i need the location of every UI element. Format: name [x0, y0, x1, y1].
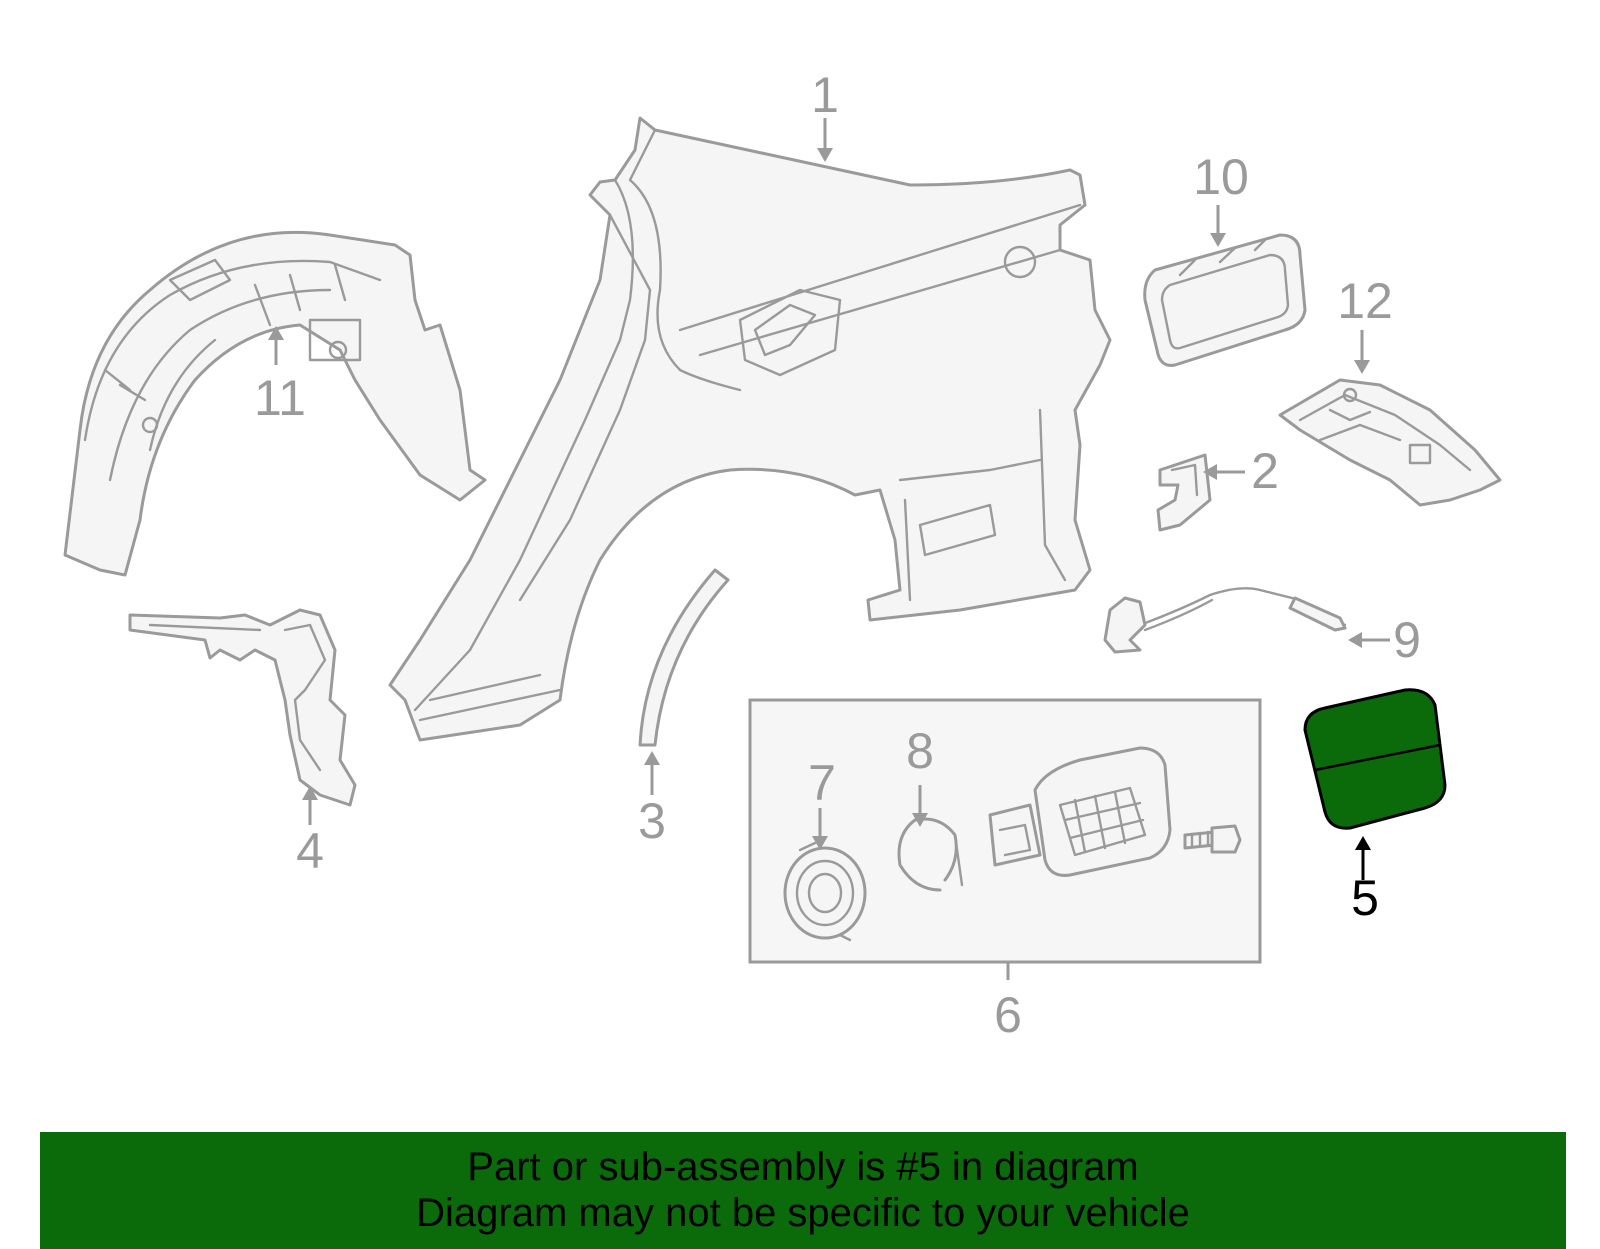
part-2-clip[interactable] [1156, 453, 1212, 532]
banner-line-2: Diagram may not be specific to your vehi… [416, 1191, 1190, 1235]
callout-4: 4 [296, 823, 324, 879]
part-9-release-cable[interactable] [1103, 587, 1347, 654]
info-banner: Part or sub-assembly is #5 in diagram Di… [40, 1132, 1566, 1249]
callout-7: 7 [808, 755, 836, 811]
part-1-quarter-panel[interactable] [388, 116, 1112, 742]
callout-12: 12 [1337, 273, 1393, 329]
screw[interactable] [1183, 824, 1242, 854]
callout-11: 11 [254, 370, 306, 426]
part-10-fuel-filler-housing[interactable] [1143, 233, 1307, 367]
callout-labels: 1 2 3 4 5 6 7 8 9 10 11 12 [254, 67, 1421, 1043]
part-5-fuel-door-highlighted[interactable] [1303, 688, 1447, 830]
part-6-fuel-door-assembly-box[interactable] [748, 698, 1262, 964]
callout-6: 6 [994, 987, 1022, 1043]
callout-1: 1 [811, 67, 839, 123]
leader-lines [268, 118, 1390, 980]
callout-10: 10 [1193, 149, 1249, 205]
part-8-retaining-ring[interactable] [897, 817, 964, 892]
fuel-door-housing[interactable] [988, 746, 1172, 877]
callout-8: 8 [906, 723, 934, 779]
part-3-wheel-arch-molding[interactable] [638, 568, 730, 747]
callout-5: 5 [1351, 870, 1379, 926]
part-12-bracket-plate[interactable] [1278, 378, 1502, 507]
callout-2: 2 [1251, 443, 1279, 499]
part-4-bracket[interactable] [128, 608, 357, 807]
callout-3: 3 [638, 793, 666, 849]
callout-9: 9 [1393, 612, 1421, 668]
banner-line-1: Part or sub-assembly is #5 in diagram [467, 1145, 1139, 1189]
part-7-seal[interactable] [783, 841, 867, 942]
part-11-wheelhouse-liner[interactable] [63, 230, 487, 577]
